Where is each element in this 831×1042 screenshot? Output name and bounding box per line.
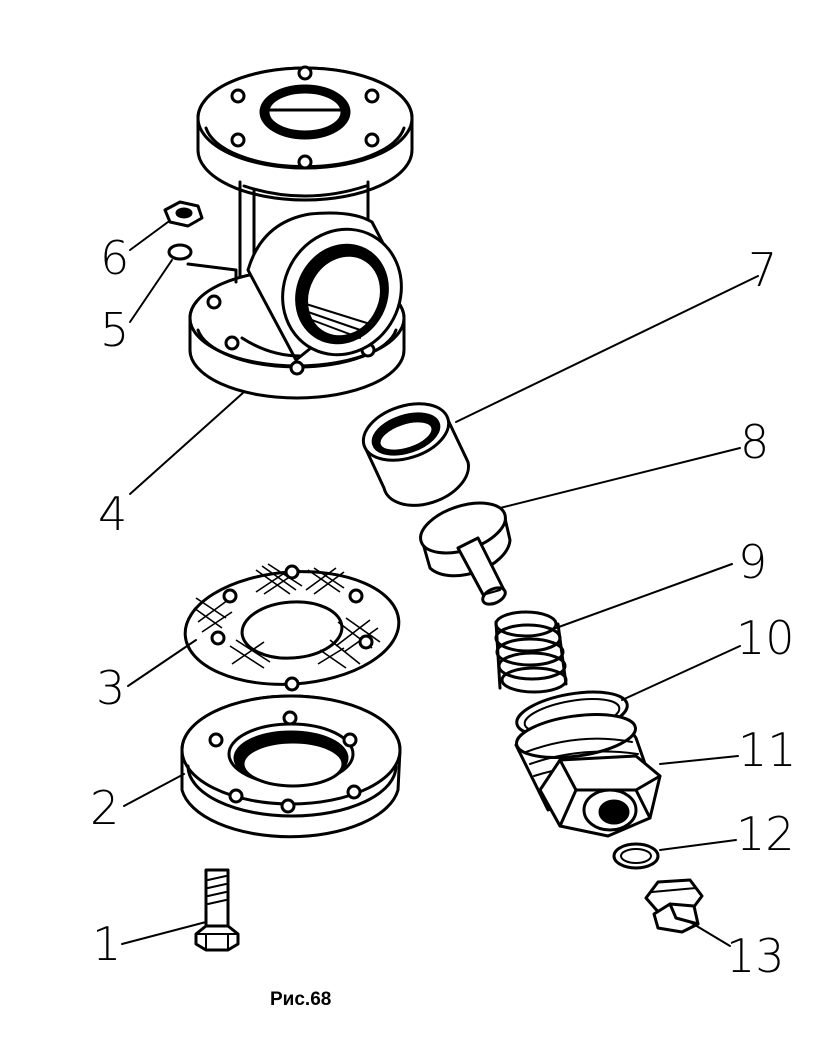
gasket-hatching <box>193 563 381 669</box>
part-1-bolt <box>194 868 240 952</box>
callout-8: 8 <box>740 415 769 469</box>
callout-3: 3 <box>96 661 125 715</box>
leader-13 <box>689 921 731 947</box>
part-2-flange <box>180 694 402 839</box>
leader-12 <box>659 839 737 851</box>
figure-caption: Рис.68 <box>270 989 331 1010</box>
callout-7: 7 <box>748 243 777 297</box>
callout-labels: 1 2 3 4 5 6 7 8 9 10 11 12 13 <box>90 231 797 983</box>
leader-3 <box>127 639 197 687</box>
callout-6: 6 <box>100 231 129 285</box>
leader-6 <box>129 221 169 251</box>
leader-5 <box>129 259 173 323</box>
callout-10: 10 <box>736 611 795 665</box>
leader-11 <box>659 755 739 765</box>
leader-lines <box>121 221 759 947</box>
leader-1 <box>121 921 207 945</box>
part-7-seat-ring <box>361 402 470 507</box>
callout-4: 4 <box>98 487 127 541</box>
part-4-valve-body <box>188 65 414 400</box>
leader-9 <box>555 563 733 629</box>
leader-8 <box>499 447 741 509</box>
leader-7 <box>455 275 759 423</box>
callout-9: 9 <box>738 535 767 589</box>
part-5-washer <box>167 243 238 284</box>
leader-4 <box>129 391 245 495</box>
part-11-cap <box>514 713 662 838</box>
part-3-flat-gasket <box>183 563 401 692</box>
part-12-o-ring <box>612 842 660 870</box>
callout-2: 2 <box>90 781 119 835</box>
part-8-valve-disc <box>419 501 512 606</box>
callout-13: 13 <box>726 929 785 983</box>
leader-10 <box>621 645 741 701</box>
callout-5: 5 <box>100 303 129 357</box>
callout-12: 12 <box>736 807 795 861</box>
callout-1: 1 <box>92 917 121 971</box>
part-9-spring <box>494 610 568 694</box>
leader-2 <box>123 773 185 807</box>
part-6-nut <box>163 200 204 228</box>
callout-11: 11 <box>738 723 797 777</box>
part-13-plug <box>644 878 704 934</box>
